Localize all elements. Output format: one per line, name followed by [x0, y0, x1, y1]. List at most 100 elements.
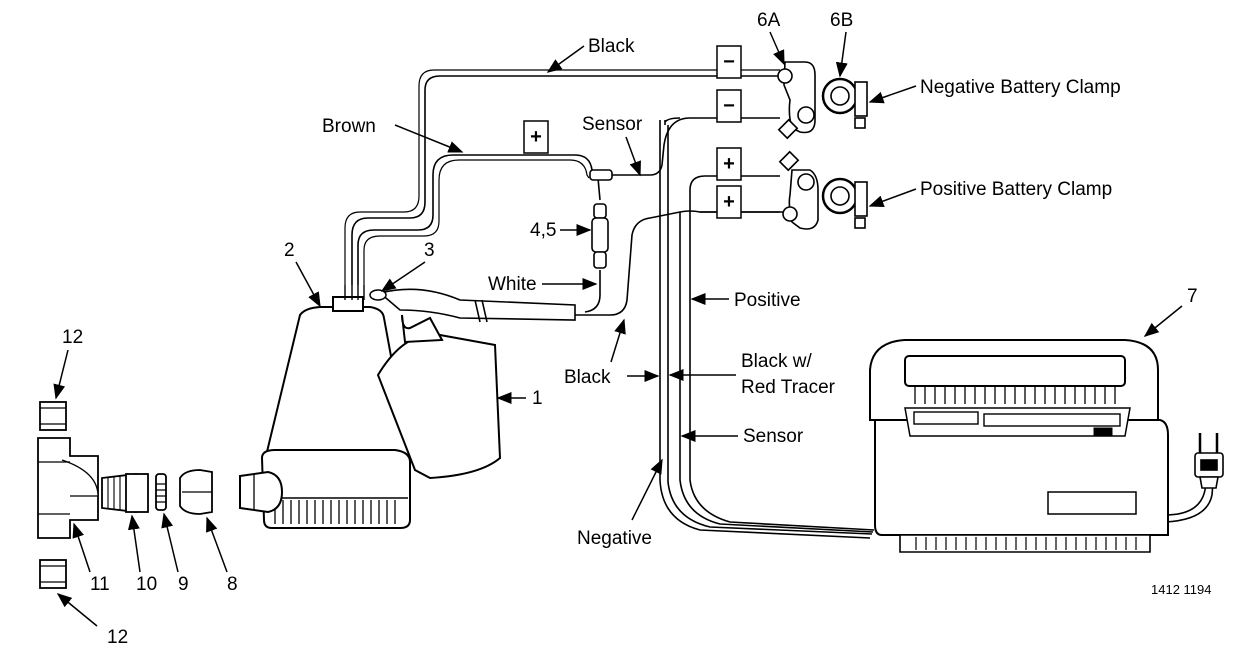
wires	[344, 69, 1215, 539]
cap-12-top-lines	[40, 407, 66, 425]
tee-11	[37, 437, 99, 539]
label-sensor-top: Sensor	[582, 114, 643, 135]
callout-9: 9	[178, 574, 189, 595]
clamp-nut-6b	[854, 117, 866, 129]
label-sensor-bottom: Sensor	[743, 426, 804, 447]
callout-12-bottom: 12	[107, 627, 128, 648]
label-negative: Negative	[577, 528, 652, 549]
label-black-red-1: Black w/	[741, 351, 812, 372]
clamp-connector-pos	[778, 150, 800, 172]
arrow-3	[380, 261, 426, 292]
callout-6b: 6B	[830, 10, 853, 31]
arrow-10	[127, 514, 141, 573]
cable-negative	[659, 120, 871, 539]
clamp-hex-nut	[797, 106, 815, 124]
charger-indicator	[913, 411, 979, 425]
power-cord	[1164, 469, 1209, 516]
arrow-pos-clamp	[868, 188, 917, 207]
callout-10: 10	[136, 574, 157, 595]
label-black-bottom: Black	[564, 367, 611, 388]
charger-handle-opening	[904, 355, 1126, 387]
charger-switch	[1093, 427, 1113, 437]
tag-plus-brown	[523, 120, 549, 154]
pump-base	[260, 449, 411, 529]
callout-6a: 6A	[757, 10, 781, 31]
arrow-2	[295, 261, 321, 308]
arrow-8	[206, 516, 228, 573]
clamp-9-bands	[156, 483, 166, 503]
tag-plus-2-sign: +	[723, 191, 735, 213]
cable-positive	[689, 175, 875, 531]
charger-base	[899, 534, 1151, 553]
plug-neck	[1199, 476, 1219, 489]
fuse-top-cap	[593, 203, 607, 219]
callout-11: 11	[90, 574, 110, 595]
tee-11-line-top	[38, 461, 70, 515]
arrow-9	[161, 512, 179, 573]
tag-plus-1	[716, 147, 742, 181]
power-cord-2	[1164, 469, 1215, 523]
sensor-connector-wire	[597, 177, 601, 201]
label-brown: Brown	[322, 116, 376, 137]
clamp-bolt-pos	[854, 181, 868, 217]
label-positive-clamp: Positive Battery Clamp	[920, 179, 1112, 200]
charger-label-slot	[983, 413, 1121, 427]
charger-body	[874, 419, 1169, 536]
tag-minus-2	[716, 89, 742, 123]
figure-id: 1412 1194	[1151, 582, 1212, 597]
arrow-sensor-top	[625, 136, 641, 177]
cable-sensor	[679, 212, 874, 533]
arrow-negative	[631, 458, 663, 521]
leader-arrows	[53, 31, 1183, 627]
label-negative-clamp: Negative Battery Clamp	[920, 77, 1121, 98]
clamp-ring-pos-inner	[830, 186, 850, 206]
cap-12-top	[39, 401, 67, 431]
adapter-10-nut	[125, 473, 149, 513]
float-arm	[401, 314, 444, 344]
label-white: White	[488, 274, 537, 295]
polarity-tags: − − + + +	[523, 45, 742, 219]
arrow-neg-clamp	[868, 85, 917, 104]
terminal-nut-pos	[797, 173, 815, 191]
arrow-11	[72, 522, 91, 573]
fuse-bottom-cap	[593, 251, 607, 269]
black-wire-top	[351, 75, 780, 285]
arrow-6b	[835, 31, 848, 78]
callout-7: 7	[1187, 286, 1198, 307]
tag-plus-2	[716, 185, 742, 219]
clamp-9	[155, 473, 167, 511]
black-wire-top-2	[344, 69, 780, 285]
callout-1: 1	[532, 388, 543, 409]
adapter-10-threads	[107, 476, 121, 510]
terminal-nut-6a	[777, 68, 793, 84]
arrow-12-bottom	[56, 593, 98, 627]
pump-cable	[378, 288, 576, 321]
labels: Black Brown Sensor White Black Positive …	[62, 10, 1212, 648]
fittings	[37, 401, 213, 589]
charger-nameplate	[1047, 491, 1137, 515]
tag-plus-1-sign: +	[723, 153, 735, 175]
brown-wire	[357, 154, 595, 285]
charger-vents-top	[914, 386, 1116, 404]
sensor-plug	[589, 169, 613, 181]
arrow-12-top	[53, 349, 69, 400]
callout-12-top: 12	[62, 327, 83, 348]
arrow-6a	[769, 31, 785, 66]
pump-housing	[263, 306, 412, 461]
tag-minus-2-sign: −	[723, 95, 735, 117]
clamp-ring-6b-inner	[830, 86, 850, 106]
neg-lead	[664, 117, 681, 123]
callout-8: 8	[227, 574, 238, 595]
callout-2: 2	[284, 240, 295, 261]
clamp-bolt-6b	[854, 81, 868, 117]
charger-vents-bottom	[915, 537, 1137, 550]
battery-charger	[869, 339, 1169, 553]
callout-3: 3	[424, 240, 435, 261]
arrow-black-top	[546, 45, 585, 73]
fuse-holder	[589, 169, 613, 269]
tag-minus-1-sign: −	[723, 51, 735, 73]
pump	[239, 285, 576, 529]
cap-12-bottom-lines	[40, 565, 66, 583]
brown-wire-2	[363, 159, 590, 285]
